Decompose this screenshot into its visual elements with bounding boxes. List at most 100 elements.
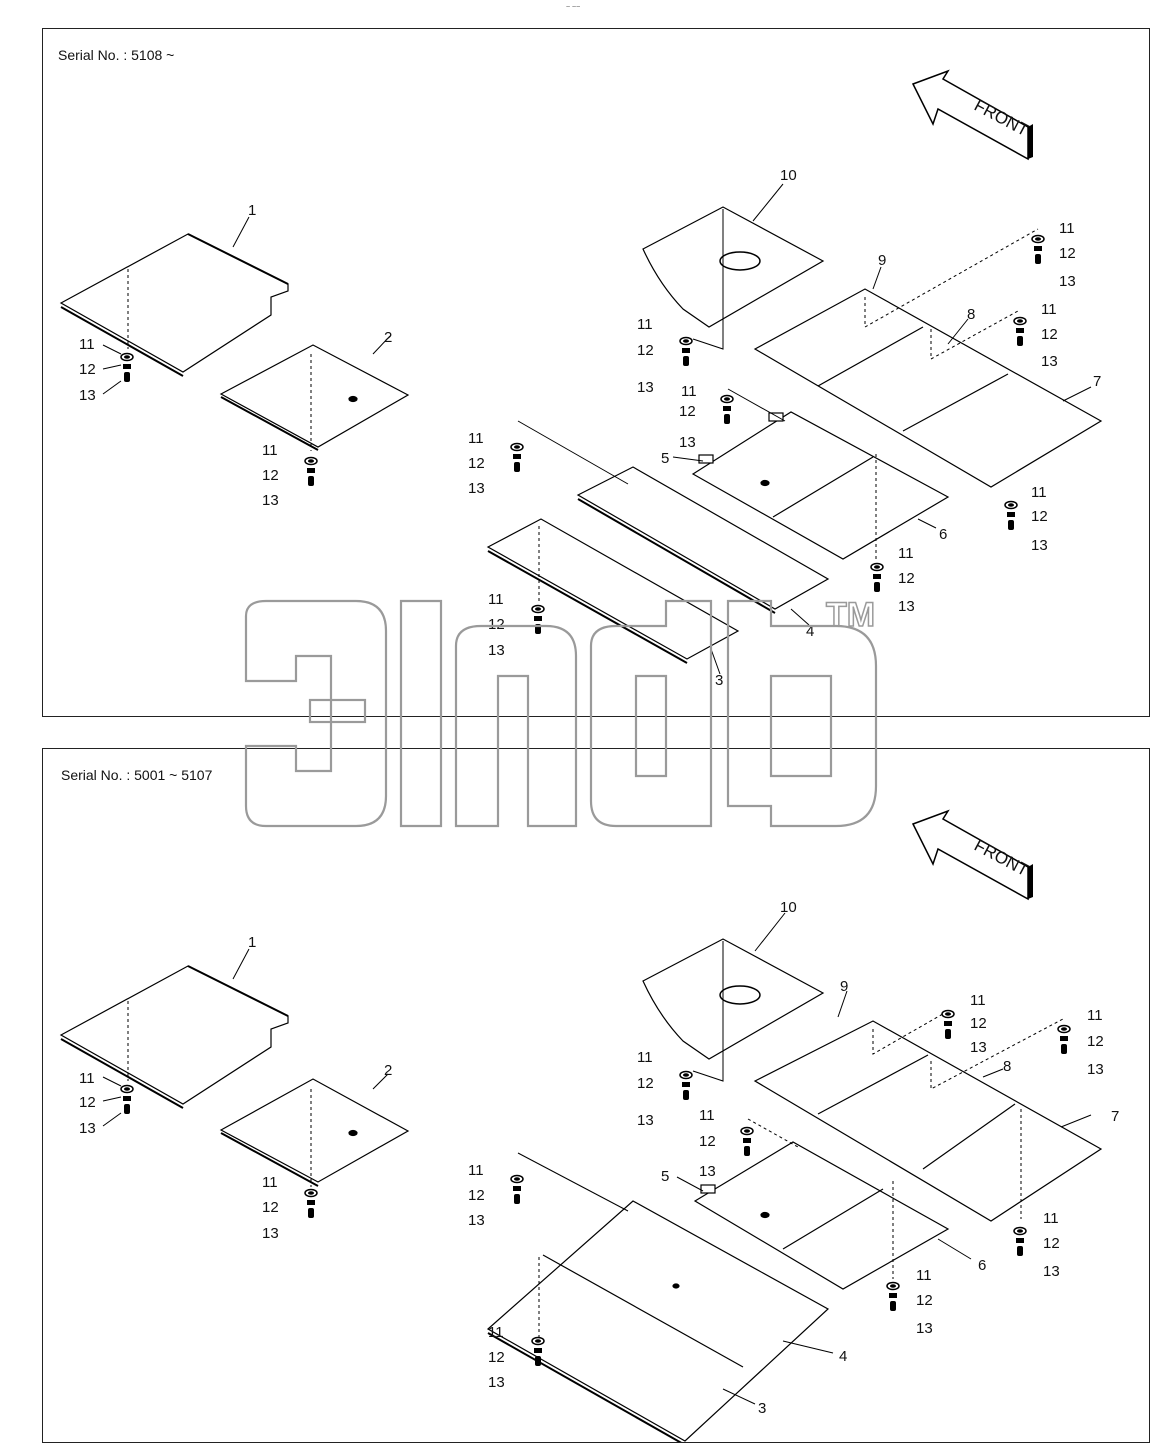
serial-number-top: Serial No. : 5108 ~	[58, 47, 175, 63]
svg-text:13: 13	[699, 1163, 716, 1180]
svg-text:11: 11	[468, 1162, 484, 1179]
panel-part-2	[219, 344, 410, 451]
panel-part-2-bottom	[219, 1078, 410, 1187]
fastener-bottom-5	[740, 1126, 754, 1157]
watermark-logo: TM	[244, 596, 878, 828]
bottom-panel: Serial No. : 5001 ~ 5107 FRONT	[42, 748, 1150, 1443]
svg-text:13: 13	[898, 598, 915, 615]
svg-text:13: 13	[488, 1374, 505, 1391]
svg-text:9: 9	[840, 978, 848, 995]
svg-text:11: 11	[916, 1267, 932, 1284]
svg-text:12: 12	[262, 467, 279, 484]
panel-parts-3-4-bottom	[486, 1200, 830, 1442]
svg-text:11: 11	[488, 1324, 504, 1341]
fastener-top-4	[510, 442, 524, 473]
front-arrow-top: FRONT	[911, 69, 1033, 161]
svg-text:11: 11	[262, 442, 278, 459]
svg-text:13: 13	[637, 379, 654, 396]
bottom-labels: 1 2 3 4 5 6 7 8 9 10 11 12 13 11 12 13 1…	[79, 899, 1119, 1417]
panel-part-3	[486, 518, 740, 664]
bottom-parts-diagram: FRONT	[59, 809, 1119, 1442]
svg-text:12: 12	[637, 342, 654, 359]
svg-text:13: 13	[262, 492, 279, 509]
svg-text:12: 12	[1043, 1235, 1060, 1252]
svg-text:12: 12	[468, 455, 485, 472]
svg-text:8: 8	[1003, 1058, 1011, 1075]
svg-text:13: 13	[970, 1039, 987, 1056]
front-arrow-bottom: FRONT	[911, 809, 1033, 901]
svg-text:13: 13	[79, 387, 96, 404]
svg-text:13: 13	[262, 1225, 279, 1242]
svg-text:3: 3	[758, 1400, 766, 1417]
svg-text:11: 11	[637, 316, 653, 333]
svg-text:12: 12	[1041, 326, 1058, 343]
svg-text:3: 3	[715, 672, 723, 689]
serial-number-bottom: Serial No. : 5001 ~ 5107	[61, 767, 213, 783]
svg-text:12: 12	[970, 1015, 987, 1032]
svg-text:2: 2	[384, 1062, 392, 1079]
fastener-top-9	[1031, 234, 1045, 265]
svg-text:13: 13	[1041, 353, 1058, 370]
svg-text:12: 12	[916, 1292, 933, 1309]
svg-text:11: 11	[970, 992, 986, 1009]
svg-text:13: 13	[79, 1120, 96, 1137]
fastener-bottom-4	[510, 1174, 524, 1205]
svg-text:13: 13	[637, 1112, 654, 1129]
svg-text:1: 1	[248, 934, 256, 951]
svg-text:12: 12	[1059, 245, 1076, 262]
svg-text:11: 11	[468, 430, 484, 447]
fastener-top-5	[720, 394, 734, 425]
top-parts-diagram: FRONT	[59, 69, 1103, 689]
svg-text:11: 11	[79, 1070, 95, 1087]
panel-parts-7-8-9-bottom	[753, 1020, 1103, 1222]
fastener-top-6	[870, 562, 884, 593]
svg-text:2: 2	[384, 329, 392, 346]
svg-text:13: 13	[1087, 1061, 1104, 1078]
svg-text:12: 12	[488, 616, 505, 633]
svg-text:12: 12	[898, 570, 915, 587]
svg-text:11: 11	[262, 1174, 278, 1191]
panel-parts-7-8-9	[753, 288, 1103, 488]
top-panel: Serial No. : 5108 ~ FRONT	[42, 28, 1150, 717]
page-mark: ~ ~~	[566, 4, 581, 11]
svg-text:6: 6	[978, 1257, 986, 1274]
svg-text:11: 11	[681, 383, 697, 400]
svg-text:4: 4	[806, 623, 814, 640]
svg-text:11: 11	[637, 1049, 653, 1066]
svg-text:11: 11	[1043, 1210, 1059, 1227]
svg-text:12: 12	[468, 1187, 485, 1204]
svg-text:13: 13	[1059, 273, 1076, 290]
fastener-bottom-2	[304, 1188, 318, 1219]
fastener-top-10	[679, 336, 693, 367]
svg-text:6: 6	[939, 526, 947, 543]
svg-text:5: 5	[661, 450, 669, 467]
svg-text:11: 11	[1059, 220, 1075, 237]
svg-text:13: 13	[468, 1212, 485, 1229]
svg-text:11: 11	[79, 336, 95, 353]
fastener-bottom-9	[941, 1009, 955, 1040]
svg-text:12: 12	[488, 1349, 505, 1366]
panel-parts-5-6	[691, 411, 950, 560]
svg-text:13: 13	[1031, 537, 1048, 554]
svg-text:10: 10	[780, 167, 797, 184]
panel-part-1-bottom	[59, 965, 289, 1109]
svg-text:7: 7	[1111, 1108, 1119, 1125]
panel-part-1	[59, 233, 289, 377]
svg-text:12: 12	[79, 361, 96, 378]
top-labels: 1 2 3 4 5 6 7 8 9 10 11 12 13 11 12 13 1…	[79, 167, 1101, 689]
svg-text:12: 12	[1031, 508, 1048, 525]
fastener-bottom-1	[120, 1084, 134, 1115]
svg-text:13: 13	[1043, 1263, 1060, 1280]
fastener-bottom-6	[886, 1281, 900, 1312]
svg-text:4: 4	[839, 1348, 847, 1365]
svg-text:7: 7	[1093, 373, 1101, 390]
svg-text:9: 9	[878, 252, 886, 269]
svg-text:12: 12	[679, 403, 696, 420]
panel-part-10-bottom	[642, 938, 825, 1060]
svg-text:12: 12	[262, 1199, 279, 1216]
svg-text:12: 12	[637, 1075, 654, 1092]
svg-text:8: 8	[967, 306, 975, 323]
panel-parts-5-6-bottom	[693, 1141, 950, 1290]
panel-part-10	[642, 206, 825, 328]
svg-text:12: 12	[699, 1133, 716, 1150]
